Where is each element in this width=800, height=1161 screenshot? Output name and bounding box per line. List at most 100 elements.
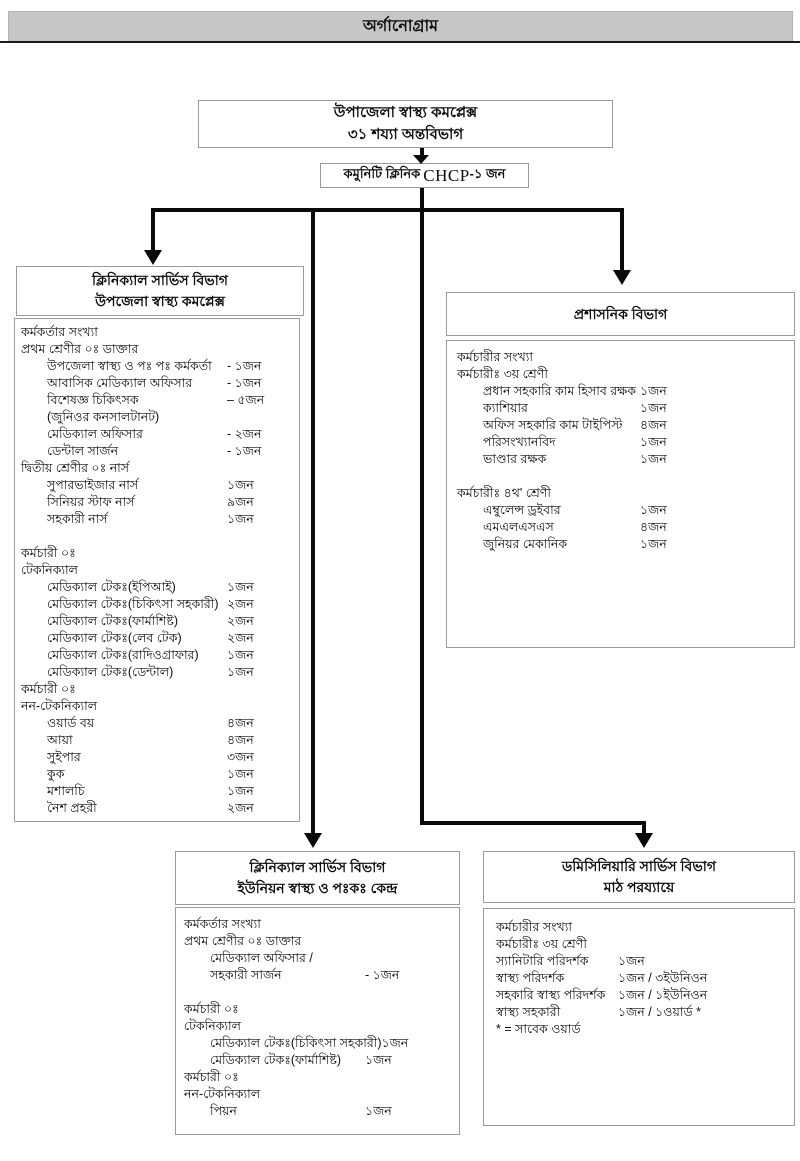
staff-label: নন-টেকনিক্যাল — [184, 1087, 261, 1101]
staff-label: কর্মকর্তার সংখ্যা — [184, 917, 261, 931]
staff-label: প্রথম শ্রেণীর ০ঃ ডাক্তার — [184, 934, 302, 948]
staff-count: - ১জন — [365, 968, 400, 982]
spacer-row — [184, 984, 451, 1001]
staff-row: নন-টেকনিক্যাল — [21, 698, 291, 715]
staff-label: জুনিয়র মেকানিক — [483, 537, 568, 551]
staff-row: * = সাবেক ওয়ার্ড — [496, 1021, 786, 1038]
staff-label: মেডিক্যাল অফিসার / — [210, 951, 313, 965]
staff-label: কুক — [47, 767, 65, 781]
staff-label: এমএলএসএস — [483, 520, 554, 534]
staff-count: ১জন — [227, 665, 254, 679]
staff-label: সিনিয়র স্টাফ নার্স — [47, 495, 135, 509]
chcp-label-suffix: -১ জন — [469, 166, 506, 181]
staff-label: অফিস সহকারি কাম টাইপিস্ট — [483, 418, 623, 432]
page-title-bar: অর্গানোগ্রাম — [8, 11, 793, 42]
title-divider — [0, 41, 800, 43]
connector-root-to-chcp — [420, 148, 424, 157]
staff-row: আয়া৪জন — [21, 732, 291, 749]
staff-label: মেডিক্যাল টেকঃ(লেব টেক) — [47, 631, 182, 645]
staff-count: ১জন — [227, 767, 254, 781]
staff-list-admin: কর্মচারীর সংখ্যাকর্মচারীঃ ৩য় শ্রেণীপ্রধ… — [447, 341, 794, 553]
staff-label: * = সাবেক ওয়ার্ড — [496, 1022, 581, 1036]
connector-to-clinical-upazila — [151, 208, 155, 252]
connector-to-admin — [620, 208, 624, 272]
box-subtitle: উপজেলা স্বাস্থ্য কমপ্লেক্স — [95, 293, 225, 309]
staff-label: কর্মচারী ০ঃ — [184, 1002, 239, 1016]
staff-label: মেডিক্যাল টেকঃ(চিকিৎসা সহকারী) — [47, 597, 219, 611]
staff-row: টেকনিক্যাল — [21, 562, 291, 579]
staff-row: কর্মচারীর সংখ্যা — [457, 349, 786, 366]
staff-count: ১জন / ১ওয়ার্ড * — [618, 1005, 702, 1019]
connector-elbow-horizontal — [420, 821, 646, 825]
staff-count: ১জন — [640, 435, 667, 449]
staff-label: কর্মচারী ০ঃ — [21, 546, 76, 560]
staff-row: স্বাস্থ্য সহকারী ১জন / ১ওয়ার্ড * — [496, 1004, 786, 1021]
staff-row: প্রথম শ্রেণীর ০ঃ ডাক্তার — [184, 933, 451, 950]
staff-row: কর্মচারী ০ঃ — [21, 681, 291, 698]
staff-label: সহকারি স্বাস্থ্য পরিদর্শক — [496, 988, 606, 1002]
staff-row: মেডিক্যাল টেকঃ(ফার্মাশিষ্ট)২জন — [21, 613, 291, 630]
staff-row: কর্মচারীঃ ৩য় শ্রেণী — [496, 936, 786, 953]
staff-count: ৩জন — [227, 750, 254, 764]
box-title: ডমিসিলিয়ারি সার্ভিস বিভাগ — [561, 858, 717, 874]
staff-label: কর্মকর্তার সংখ্যা — [21, 325, 98, 339]
chcp-label-prefix: কমুনিটি ক্লিনিক — [343, 166, 421, 181]
staff-count: ২জন — [227, 614, 254, 628]
box-clinical-union-header: ক্লিনিক্যাল সার্ভিস বিভাগ ইউনিয়ন স্বাস্… — [175, 851, 460, 905]
staff-row: কর্মচারীঃ ৪থ' শ্রেণী — [457, 485, 786, 502]
staff-count: ১জন — [227, 478, 254, 492]
staff-count: ১জন — [227, 512, 254, 526]
staff-count: ৪জন — [227, 716, 254, 730]
page-title: অর্গানোগ্রাম — [362, 18, 439, 35]
staff-row: মশালচি১জন — [21, 783, 291, 800]
staff-list-domiciliary: কর্মচারীর সংখ্যাকর্মচারীঃ ৩য় শ্রেণীস্যা… — [484, 909, 794, 1038]
staff-label: ডেন্টাল সার্জন — [47, 444, 119, 458]
staff-label: মেডিক্যাল টেকঃ(রাদিওগ্রাফার) — [47, 648, 199, 662]
staff-row: বিশেষজ্ঞ চিকিৎসক– ৫জন — [21, 392, 291, 409]
staff-label: টেকনিক্যাল — [184, 1019, 241, 1033]
staff-label: স্যানিটারি পরিদর্শক — [496, 954, 589, 968]
staff-row: মেডিক্যাল টেকঃ(চিকিৎসা সহকারী)২জন — [21, 596, 291, 613]
staff-label: এম্বুলেন্স ড্রইবার — [483, 503, 561, 517]
staff-count: - ১জন — [227, 376, 262, 390]
staff-count: ১জন — [640, 384, 667, 398]
staff-label: কর্মচারী ০ঃ — [184, 1070, 239, 1084]
staff-row: মেডিক্যাল অফিসার / — [184, 950, 451, 967]
staff-label: স্বাস্থ্য সহকারী — [496, 1005, 561, 1019]
staff-label: প্রথম শ্রেণীর ০ঃ ডাক্তার — [21, 342, 139, 356]
staff-row: কর্মচারী ০ঃ — [184, 1069, 451, 1086]
arrowhead-down-icon — [613, 270, 631, 285]
staff-label: দ্বিতীয় শ্রেণীর ০ঃ নার্স — [21, 461, 130, 475]
staff-row: ডেন্টাল সার্জন - ১জন — [21, 443, 291, 460]
staff-count: ১জন — [227, 648, 254, 662]
arrowhead-down-icon — [144, 250, 162, 265]
staff-label: কর্মচারীঃ ৪থ' শ্রেণী — [457, 486, 552, 500]
staff-count: ১জন — [227, 784, 254, 798]
staff-count: ১জন / ১ইউনিওন — [618, 988, 708, 1002]
arrowhead-down-icon — [413, 155, 429, 164]
box-title: ক্লিনিক্যাল সার্ভিস বিভাগ — [92, 272, 228, 288]
staff-count: ১জন — [640, 401, 667, 415]
box-title: ক্লিনিক্যাল সার্ভিস বিভাগ — [249, 859, 386, 875]
staff-count: ৪জন — [227, 733, 254, 747]
staff-label: মেডিক্যাল টেকঃ(ইপিআই) — [47, 580, 176, 594]
staff-count: ১জন — [381, 1036, 409, 1050]
staff-row: সহকারী সার্জন- ১জন — [184, 967, 451, 984]
staff-count: - ১জন — [227, 444, 262, 458]
staff-count: ১জন — [365, 1053, 392, 1067]
root-box-line1: উপাজেলা স্বাস্থ্য কমপ্লেক্স — [333, 104, 478, 121]
staff-label: মেডিক্যাল অফিসার — [47, 427, 143, 441]
chcp-code: CHCP — [423, 165, 470, 185]
box-domiciliary-header: ডমিসিলিয়ারি সার্ভিস বিভাগ মাঠ পরয্যায়ে — [483, 851, 795, 903]
staff-label: কর্মচারী ০ঃ — [21, 682, 76, 696]
staff-count: ১জন / ৩ইউনিওন — [618, 971, 708, 985]
